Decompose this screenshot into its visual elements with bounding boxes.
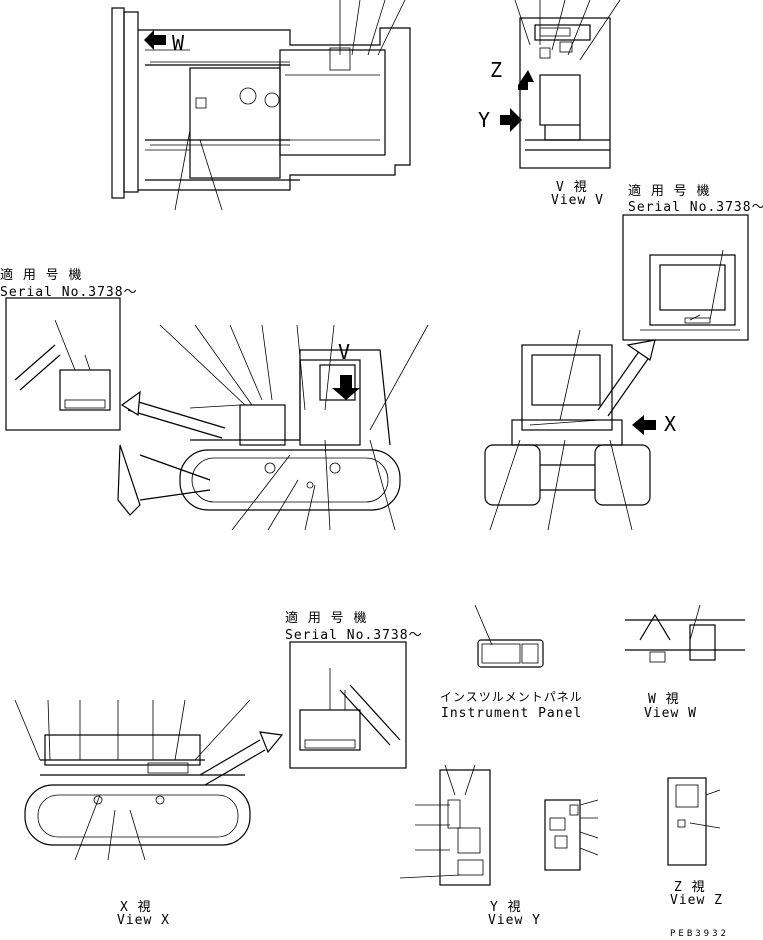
- view-y-en: View Y: [488, 913, 541, 928]
- view-v-cab: [500, 0, 621, 169]
- view-z-en: View Z: [670, 893, 723, 908]
- drawing-number: PEB3932: [670, 929, 729, 939]
- view-w-drawing: [625, 604, 745, 663]
- view-y-jp: Y 視: [490, 900, 522, 915]
- view-w-en: View W: [644, 706, 697, 721]
- serial-jp-bottom: 適 用 号 機: [285, 611, 368, 626]
- view-z-drawing: [667, 777, 721, 866]
- view-x-drawing: [14, 699, 251, 861]
- view-v-jp: V 視: [556, 180, 588, 195]
- arrow-x-label: X: [664, 412, 678, 436]
- rear-view: [484, 329, 656, 531]
- serial-inset-right: [622, 214, 749, 341]
- view-v-en: View V: [551, 193, 604, 208]
- serial-inset-left: [5, 297, 121, 431]
- view-w-jp: W 視: [648, 692, 680, 707]
- view-x-jp: X 視: [120, 900, 152, 915]
- arrow-y-label: Y: [478, 108, 492, 132]
- view-x-en: View X: [117, 913, 170, 928]
- arrow-z-label: Z: [490, 58, 504, 82]
- top-view-dozer: [111, 0, 411, 211]
- serial-jp-right: 適 用 号 機: [628, 184, 711, 199]
- instrument-panel-jp: インスツルメントパネル: [440, 690, 583, 704]
- arrow-v-label: V: [338, 340, 352, 364]
- instrument-panel-drawing: [474, 604, 544, 668]
- serial-jp-left: 適 用 号 機: [0, 268, 83, 283]
- instrument-panel-en: Instrument Panel: [441, 706, 583, 721]
- view-z-jp: Z 視: [674, 880, 706, 895]
- serial-en-right: Serial No.3738～: [628, 200, 763, 215]
- serial-en-left: Serial No.3738～: [0, 285, 138, 300]
- serial-en-bottom: Serial No.3738～: [285, 628, 423, 643]
- side-view-dozer: [117, 324, 429, 531]
- view-y-drawing: [399, 764, 599, 886]
- arrow-w-label: W: [172, 31, 186, 55]
- serial-inset-bottom: [289, 641, 407, 769]
